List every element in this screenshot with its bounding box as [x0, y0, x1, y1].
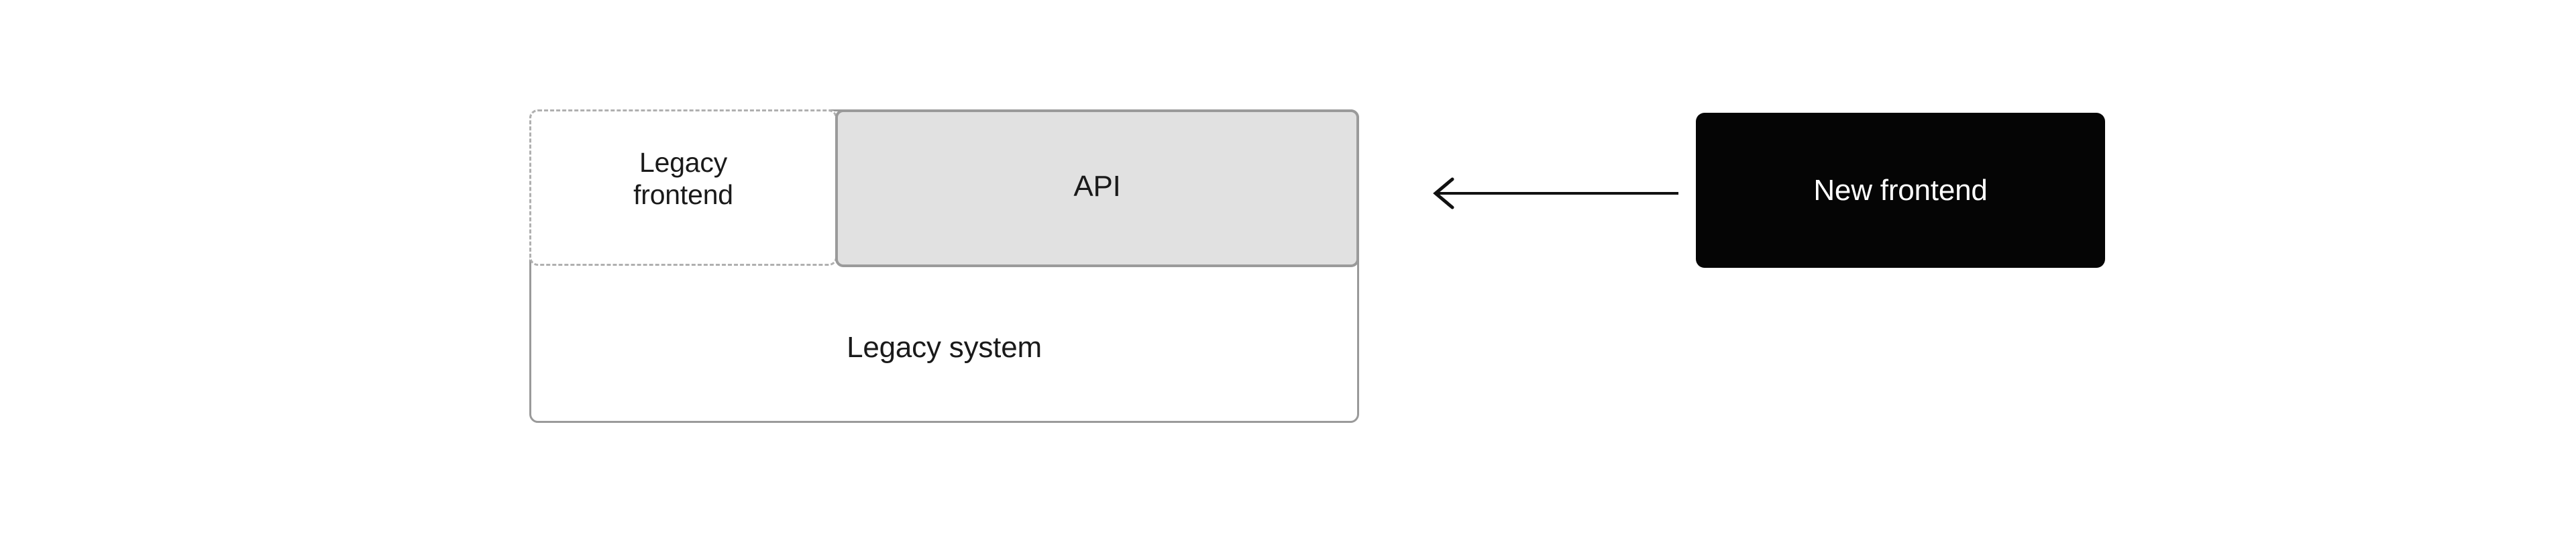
legacy-frontend-label-line-1: Legacy: [639, 147, 727, 178]
legacy-system-label: Legacy system: [847, 331, 1042, 364]
api-box[interactable]: [835, 109, 1359, 267]
legacy-frontend-box[interactable]: [529, 109, 837, 266]
api-label: API: [1073, 170, 1121, 203]
legacy-frontend-label: Legacy frontend: [529, 146, 837, 211]
new-frontend-to-api-arrow: [1426, 173, 1688, 215]
legacy-frontend-label-line-2: frontend: [633, 179, 733, 210]
arrow-head: [1433, 177, 1454, 209]
new-frontend-box[interactable]: New frontend: [1696, 113, 2105, 268]
new-frontend-label: New frontend: [1813, 173, 1988, 207]
arrow-left-icon: [1433, 177, 1678, 209]
